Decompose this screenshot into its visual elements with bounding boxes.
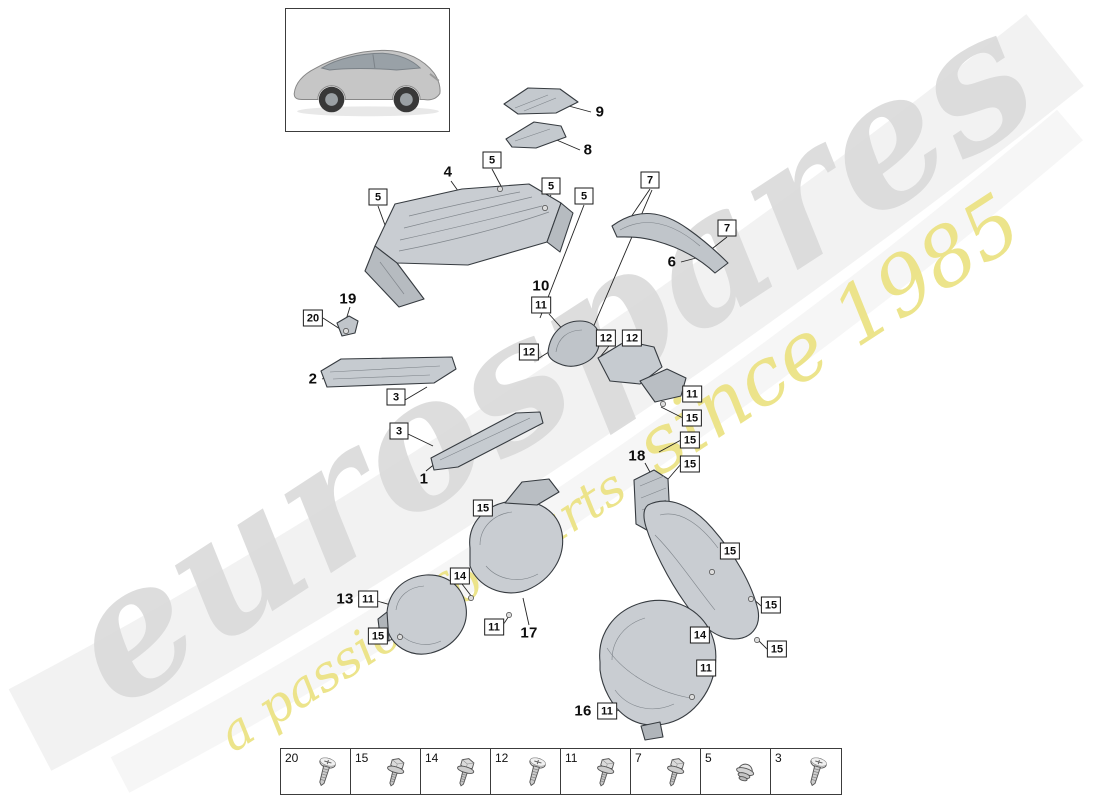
fastener-callout-15: 15 (681, 409, 703, 427)
part-18-shield-shape (643, 500, 760, 640)
legend-number: 5 (705, 751, 712, 765)
part-callout-6: 6 (667, 253, 677, 271)
part-callout-13: 13 (336, 590, 354, 608)
legend-item-5: 5 (701, 749, 771, 794)
screw-pan-icon (518, 752, 552, 792)
legend-number: 14 (425, 751, 439, 765)
fastener-callout-15: 15 (679, 431, 701, 449)
bolt-hex-icon (378, 752, 412, 792)
fastener-callout-15: 15 (766, 640, 788, 658)
part-callout-19: 19 (339, 290, 357, 308)
fastener-callout-15: 15 (679, 455, 701, 473)
vehicle-thumbnail (285, 8, 450, 132)
legend-item-12: 12 (491, 749, 561, 794)
legend-item-14: 14 (421, 749, 491, 794)
fastener-callout-15: 15 (472, 499, 494, 517)
fastener-callout-7: 7 (640, 171, 660, 189)
fastener-callout-11: 11 (682, 385, 702, 403)
part-6-shape (611, 213, 729, 274)
fastener-callout-15: 15 (719, 542, 741, 560)
legend-number: 3 (775, 751, 782, 765)
part-callout-9: 9 (595, 103, 605, 121)
part-8-shape (505, 121, 567, 149)
bolt-hex-icon (588, 752, 622, 792)
fastener-callout-11: 11 (484, 618, 504, 636)
legend-number: 11 (565, 751, 578, 765)
fastener-callout-12: 12 (518, 343, 540, 361)
part-9-shape (503, 87, 579, 115)
fastener-legend: 20 15 14 12 11 7 5 3 (280, 748, 842, 795)
small-fasteners (343, 186, 760, 700)
part-callout-17: 17 (520, 624, 538, 642)
legend-item-20: 20 (281, 749, 351, 794)
bolt-hex-icon (448, 752, 482, 792)
fastener-callout-7: 7 (717, 219, 737, 237)
fastener-callout-5: 5 (541, 177, 561, 195)
part-callout-10: 10 (532, 277, 550, 295)
legend-item-15: 15 (351, 749, 421, 794)
legend-number: 15 (355, 751, 369, 765)
fastener-callout-3: 3 (389, 422, 409, 440)
part-callout-18: 18 (628, 447, 646, 465)
legend-number: 7 (635, 751, 642, 765)
part-callout-2: 2 (308, 370, 318, 388)
fastener-callout-12: 12 (595, 329, 617, 347)
heat-shield-parts (320, 87, 760, 741)
fastener-callout-11: 11 (597, 702, 617, 720)
screw-pan-icon (308, 752, 342, 792)
fastener-callout-5: 5 (368, 188, 388, 206)
car-side-view (293, 49, 441, 117)
part-callout-8: 8 (583, 141, 593, 159)
part-19-shape (336, 315, 359, 337)
fastener-callout-12: 12 (621, 329, 643, 347)
legend-item-7: 7 (631, 749, 701, 794)
bolt-hex-icon (658, 752, 692, 792)
legend-number: 20 (285, 751, 299, 765)
fastener-callout-14: 14 (689, 626, 711, 644)
fastener-callout-5: 5 (482, 151, 502, 169)
part-2-shape (320, 356, 457, 388)
part-callout-1: 1 (419, 470, 429, 488)
fastener-callout-20: 20 (302, 309, 324, 327)
part-13-shape (386, 574, 467, 655)
legend-item-11: 11 (561, 749, 631, 794)
fastener-callout-15: 15 (367, 627, 389, 645)
fastener-callout-15: 15 (760, 596, 782, 614)
part-1-shape (430, 411, 544, 471)
fastener-callout-11: 11 (696, 659, 716, 677)
fastener-callout-3: 3 (386, 388, 406, 406)
fastener-callout-5: 5 (574, 187, 594, 205)
legend-number: 12 (495, 751, 509, 765)
part-10-shape (547, 320, 601, 367)
nut-push-icon (728, 752, 762, 792)
part-callout-4: 4 (443, 163, 453, 181)
fastener-callout-11: 11 (531, 296, 551, 314)
legend-item-3: 3 (771, 749, 841, 794)
fastener-callout-14: 14 (449, 567, 471, 585)
screw-pan-icon (799, 752, 833, 792)
part-callout-16: 16 (574, 702, 592, 720)
fastener-callout-11: 11 (358, 590, 378, 608)
